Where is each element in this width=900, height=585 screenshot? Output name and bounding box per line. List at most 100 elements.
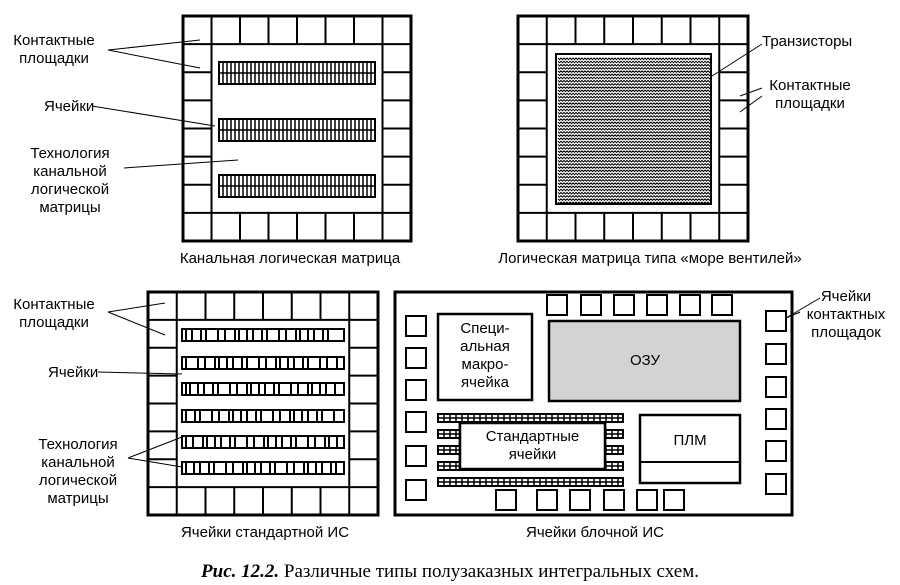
- leader-line: [107, 49, 201, 69]
- leader-line: [739, 87, 763, 97]
- d2-transistor-row: [557, 198, 712, 202]
- d2-transistor-row: [557, 105, 712, 109]
- d4-pad: [646, 294, 668, 316]
- d3-caption: Ячейки стандартной ИС: [180, 524, 350, 541]
- d2-transistor-row: [557, 73, 712, 77]
- d2-transistor-row: [557, 150, 712, 154]
- d2-transistor-row: [557, 137, 712, 141]
- d4-pad: [405, 479, 427, 501]
- d2-transistor-row: [557, 130, 712, 134]
- d2-transistor-row: [557, 70, 712, 74]
- leader-line: [107, 39, 201, 51]
- d3-cells-label: Ячейки: [48, 364, 99, 381]
- figure-number: Рис. 12.2.: [201, 561, 280, 582]
- d4-pad: [765, 473, 787, 495]
- d1-outline: [181, 14, 413, 243]
- d2-transistor-row: [557, 153, 712, 157]
- leader-line: [785, 297, 821, 319]
- leader-line: [107, 302, 166, 313]
- d4-pad: [580, 294, 602, 316]
- d2-transistor-row: [557, 127, 712, 131]
- d2-transistor-row: [557, 172, 712, 176]
- leader-line: [127, 457, 183, 468]
- d3-cell-row: [181, 382, 345, 396]
- channel-logic-array: [181, 14, 413, 243]
- d2-transistor-row: [557, 143, 712, 147]
- d4-pad: [765, 376, 787, 398]
- d2-transistor-row: [557, 140, 712, 144]
- block-ic: [393, 290, 794, 517]
- d2-transistor-row: [557, 175, 712, 179]
- d2-transistor-row: [557, 118, 712, 122]
- d2-caption: Логическая матрица типа «море вентилей»: [498, 250, 802, 267]
- d4-std-cell-box: [458, 421, 607, 471]
- d2-transistor-row: [557, 162, 712, 166]
- d2-transistor-row: [557, 111, 712, 115]
- figure-caption: Рис. 12.2. Различные типы полузаказных и…: [0, 561, 900, 583]
- d4-pad: [569, 489, 591, 511]
- d2-transistor-row: [557, 169, 712, 173]
- leader-line: [123, 159, 239, 169]
- d4-pad: [546, 294, 568, 316]
- d2-transistor-row: [557, 92, 712, 96]
- d4-ram-text: ОЗУ: [629, 352, 661, 369]
- d4-plm-block: [638, 413, 742, 485]
- d2-transistor-row: [557, 98, 712, 102]
- d4-pad: [765, 310, 787, 332]
- sea-of-gates-array: [516, 14, 750, 243]
- d2-transistor-row: [557, 156, 712, 160]
- d3-cell-row: [181, 409, 345, 423]
- d4-plm-text: ПЛМ: [673, 432, 707, 449]
- d2-transistor-row: [557, 188, 712, 192]
- d4-pad: [495, 489, 517, 511]
- d2-transistor-row: [557, 108, 712, 112]
- d1-cells-label: Ячейки: [44, 98, 95, 115]
- d4-pad: [405, 347, 427, 369]
- d2-transistor-row: [557, 63, 712, 67]
- leader-line: [91, 105, 216, 127]
- leader-line: [711, 43, 763, 77]
- d2-transistor-row: [557, 76, 712, 80]
- d2-transistor-row: [557, 121, 712, 125]
- d4-ram-block: [547, 319, 742, 403]
- leader-lines: [91, 39, 821, 468]
- d4-pad: [405, 445, 427, 467]
- d3-cell-row: [181, 356, 345, 370]
- d4-pad: [711, 294, 733, 316]
- d4-pad: [405, 411, 427, 433]
- d1-caption: Канальная логическая матрица: [179, 250, 401, 267]
- leader-line: [739, 95, 763, 113]
- d2-transistor-row: [557, 185, 712, 189]
- d2-transistor-row: [557, 57, 712, 61]
- d2-transistor-row: [557, 95, 712, 99]
- d4-std-cell-bg: [461, 424, 604, 468]
- d2-transistor-row: [557, 79, 712, 83]
- d2-transistor-row: [557, 66, 712, 70]
- d4-pad: [765, 440, 787, 462]
- d2-transistor-row: [557, 89, 712, 93]
- d4-pad: [603, 489, 625, 511]
- leader-line: [127, 436, 183, 459]
- d2-transistor-row: [557, 159, 712, 163]
- d4-pad: [679, 294, 701, 316]
- d4-pad: [405, 379, 427, 401]
- d2-transistor-row: [557, 194, 712, 198]
- diagram-canvas: [91, 14, 821, 517]
- leader-line: [785, 311, 801, 319]
- d2-transistor-row: [557, 178, 712, 182]
- d2-transistor-row: [557, 114, 712, 118]
- d4-outline: [393, 290, 794, 517]
- d4-pad: [536, 489, 558, 511]
- d4-pad: [613, 294, 635, 316]
- d4-pad: [636, 489, 658, 511]
- d1-core: [210, 43, 384, 214]
- d4-pad: [765, 343, 787, 365]
- d2-transistor-row: [557, 146, 712, 150]
- d2-transistor-row: [557, 102, 712, 106]
